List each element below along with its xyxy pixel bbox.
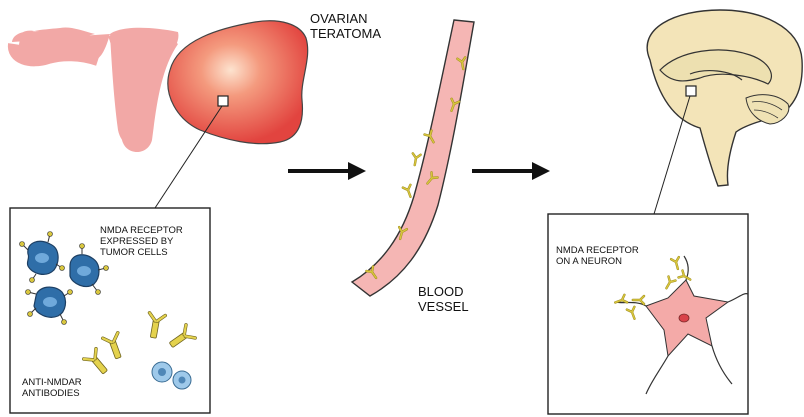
blood-vessel [352,20,474,296]
arrow-right-icon [472,162,550,180]
ovarian-teratoma [168,21,308,144]
label-nmda-tumor: NMDA RECEPTOR EXPRESSED BY TUMOR CELLS [100,226,183,259]
zoom-marker-brain [686,86,696,96]
label-line: ANTIBODIES [22,389,82,400]
label-line: ON A NEURON [556,257,639,268]
label-anti-nmdar: ANTI-NMDAR ANTIBODIES [22,378,82,400]
label-line: TERATOMA [310,27,381,42]
label-line: BLOOD [418,285,469,300]
zoom-marker-teratoma [218,96,228,106]
label-nmda-neuron: NMDA RECEPTOR ON A NEURON [556,246,639,268]
label-line: VESSEL [418,300,469,315]
zoom-line-brain [654,96,690,214]
neuron-inset-box [548,214,748,414]
label-blood-vessel: BLOOD VESSEL [418,285,469,315]
label-ovarian-teratoma: OVARIAN TERATOMA [310,12,381,42]
arrow-right-icon [288,162,366,180]
label-line: OVARIAN [310,12,381,27]
label-line: TUMOR CELLS [100,248,183,259]
uterus [12,27,178,152]
